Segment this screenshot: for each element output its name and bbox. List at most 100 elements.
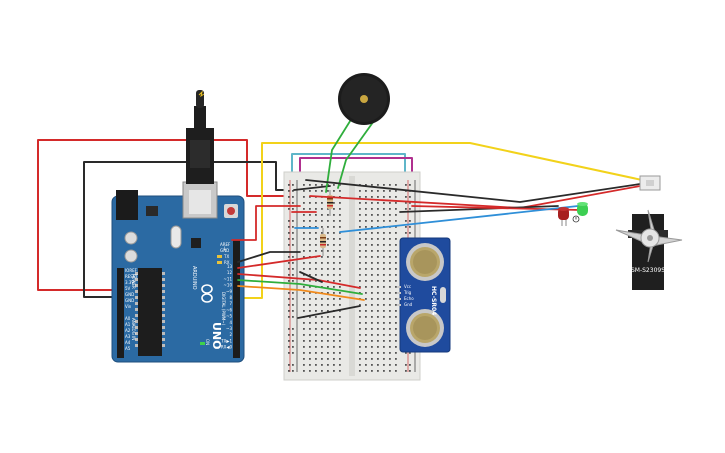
arduino-uno-board[interactable]: UNO ARDUINO ON L TX RX AREF GND POWER AN… — [111, 181, 245, 363]
sensor-pin-label: Echo — [404, 296, 414, 301]
wire-black-servo — [305, 179, 641, 203]
breadboard-hole — [315, 298, 317, 300]
breadboard-hole — [321, 298, 323, 300]
led-red[interactable] — [558, 207, 569, 226]
breadboard-hole — [389, 292, 391, 294]
breadboard-hole — [339, 262, 341, 264]
led-green[interactable] — [577, 202, 588, 216]
breadboard-hole — [309, 292, 311, 294]
breadboard-hole — [365, 196, 367, 198]
breadboard-hole — [288, 232, 290, 234]
breadboard-hole — [333, 250, 335, 252]
breadboard-hole — [292, 340, 294, 342]
wire-green-d11 — [237, 279, 363, 295]
breadboard-hole — [359, 322, 361, 324]
breadboard-hole — [377, 346, 379, 348]
breadboard-hole — [315, 274, 317, 276]
breadboard-hole — [389, 286, 391, 288]
breadboard-hole — [327, 220, 329, 222]
breadboard-hole — [383, 352, 385, 354]
breadboard-hole — [303, 370, 305, 372]
breadboard-hole — [327, 358, 329, 360]
breadboard-hole — [383, 220, 385, 222]
breadboard-hole — [371, 190, 373, 192]
breadboard-hole — [303, 328, 305, 330]
breadboard-hole — [409, 208, 411, 210]
breadboard-hole — [383, 316, 385, 318]
breadboard-hole — [395, 190, 397, 192]
breadboard-hole — [377, 262, 379, 264]
breadboard-hole — [383, 190, 385, 192]
breadboard-hole — [327, 250, 329, 252]
on-label: ON — [205, 339, 210, 345]
breadboard-hole — [303, 250, 305, 252]
breadboard-hole — [389, 304, 391, 306]
breadboard-hole — [309, 370, 311, 372]
breadboard-hole — [303, 322, 305, 324]
breadboard-hole — [371, 310, 373, 312]
breadboard-hole — [292, 244, 294, 246]
breadboard-hole — [339, 232, 341, 234]
breadboard-hole — [321, 220, 323, 222]
breadboard-hole — [288, 256, 290, 258]
breadboard-hole — [371, 292, 373, 294]
breadboard-hole — [339, 208, 341, 210]
breadboard-hole — [288, 268, 290, 270]
breadboard-hole — [327, 232, 329, 234]
breadboard-hole — [309, 358, 311, 360]
breadboard-hole — [321, 268, 323, 270]
breadboard-hole — [288, 220, 290, 222]
wire-orange-d10 — [237, 285, 365, 301]
breadboard-hole — [395, 214, 397, 216]
breadboard-hole — [333, 202, 335, 204]
breadboard-hole — [292, 190, 294, 192]
breadboard-hole — [377, 190, 379, 192]
servo-motor[interactable]: SM-S2309S — [615, 175, 683, 290]
breadboard-hole — [365, 322, 367, 324]
piezo-buzzer[interactable] — [338, 73, 390, 125]
breadboard-hole — [339, 214, 341, 216]
breadboard-hole — [383, 328, 385, 330]
resistor-2 — [320, 228, 326, 256]
breadboard-hole — [339, 250, 341, 252]
breadboard-hole — [365, 190, 367, 192]
breadboard-hole — [371, 268, 373, 270]
breadboard-hole — [383, 298, 385, 300]
breadboard-hole — [359, 358, 361, 360]
analog-pin-label: A0 — [125, 316, 131, 321]
breadboard-hole — [377, 286, 379, 288]
breadboard-hole — [321, 352, 323, 354]
breadboard-hole — [327, 238, 329, 240]
breadboard-hole — [315, 232, 317, 234]
breadboard-hole — [292, 226, 294, 228]
breadboard-hole — [395, 196, 397, 198]
breadboard-hole — [383, 340, 385, 342]
breadboard-hole — [321, 322, 323, 324]
digital-pin-label: ~3 — [226, 326, 232, 331]
breadboard-hole — [371, 250, 373, 252]
breadboard-hole — [339, 292, 341, 294]
breadboard-hole — [371, 370, 373, 372]
breadboard-hole — [389, 208, 391, 210]
breadboard-hole — [389, 214, 391, 216]
breadboard-hole — [315, 304, 317, 306]
breadboard-hole — [383, 256, 385, 258]
breadboard-hole — [315, 358, 317, 360]
breadboard-hole — [292, 196, 294, 198]
wire-black-led — [399, 205, 559, 213]
breadboard-hole — [303, 244, 305, 246]
breadboard-hole — [333, 238, 335, 240]
breadboard-hole — [395, 352, 397, 354]
breadboard-hole — [389, 358, 391, 360]
breadboard-hole — [383, 304, 385, 306]
breadboard-hole — [395, 346, 397, 348]
breadboard-hole — [303, 232, 305, 234]
breadboard-hole — [315, 208, 317, 210]
breadboard-hole — [339, 274, 341, 276]
breadboard-hole — [333, 226, 335, 228]
breadboard-hole — [309, 280, 311, 282]
breadboard-hole — [309, 274, 311, 276]
breadboard-hole — [377, 274, 379, 276]
breadboard-hole — [365, 328, 367, 330]
